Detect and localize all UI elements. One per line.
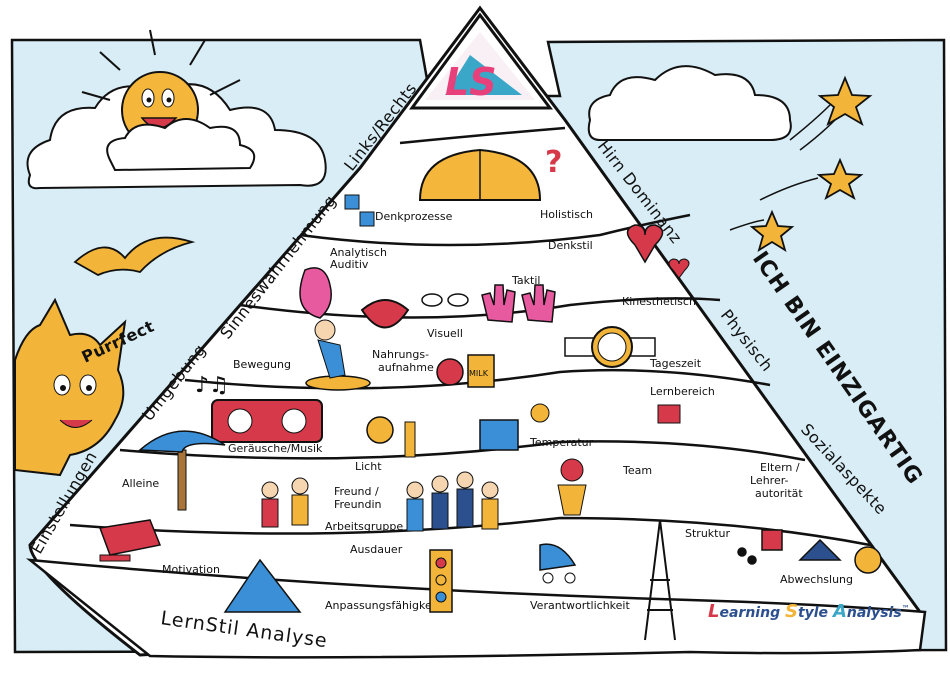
cube-icon: [360, 212, 374, 226]
label-geraeusche-musik: Geräusche/Musik: [228, 442, 323, 455]
label-lernbereich: Lernbereich: [650, 385, 715, 398]
traffic-light-icon: [430, 550, 452, 612]
label-denkprozesse: Denkprozesse: [375, 210, 453, 223]
lightbulb-icon: [367, 417, 393, 443]
label-nahrungsaufnahme-1: Nahrungs-: [372, 348, 429, 361]
label-bewegung: Bewegung: [233, 358, 291, 371]
label-eltern-1: Eltern /: [760, 461, 800, 474]
milk-carton-label: MILK: [469, 369, 489, 378]
label-eltern-3: autorität: [755, 487, 803, 500]
candle-icon: [405, 422, 415, 457]
brand-word-earning: earning: [719, 605, 784, 621]
label-alleine: Alleine: [122, 477, 159, 490]
label-holistisch: Holistisch: [540, 208, 593, 221]
ice-cube-icon: [480, 420, 518, 450]
label-motivation: Motivation: [162, 563, 220, 576]
label-visuell: Visuell: [427, 327, 463, 340]
milk-carton-icon: MILK: [468, 355, 494, 387]
brand-letter-s: S: [785, 601, 798, 622]
label-auditiv: Auditiv: [330, 258, 369, 271]
label-tageszeit: Tageszeit: [649, 357, 702, 370]
cube-icon: [345, 195, 359, 209]
label-freundin: Freundin: [334, 498, 382, 511]
brand-word-tyle: tyle: [798, 605, 833, 621]
label-abwechslung: Abwechslung: [780, 573, 853, 586]
brand-learning-style-analysis: Learning Style Analysis™: [708, 601, 910, 622]
brand-trademark: ™: [902, 604, 910, 613]
ls-logo-text: LS: [445, 60, 497, 104]
label-verantwortlichkeit: Verantwortlichkeit: [530, 599, 630, 612]
label-anpassungsfaehigkeit: Anpassungsfähigkeit: [325, 599, 440, 612]
brand-word-nalysis: nalysis: [847, 605, 902, 621]
label-temperatur: Temperatur: [529, 436, 594, 449]
label-licht: Licht: [355, 460, 382, 473]
computer-icon: [658, 405, 680, 423]
brand-letter-a: A: [831, 601, 847, 622]
apple-icon: [437, 359, 463, 385]
label-struktur: Struktur: [685, 527, 730, 540]
music-notes-icon: ♪♫: [195, 373, 229, 398]
label-denkstil: Denkstil: [548, 239, 593, 252]
brand-letter-l: L: [708, 601, 719, 622]
basketball-icon: [558, 459, 586, 515]
label-nahrungsaufnahme-2: aufnahme: [378, 361, 434, 374]
label-eltern-2: Lehrer-: [750, 474, 789, 487]
label-ausdauer: Ausdauer: [350, 543, 403, 556]
label-kinesthetisch: Kinesthetisch: [622, 295, 696, 308]
radio-icon: [212, 400, 322, 442]
label-team: Team: [622, 464, 652, 477]
label-arbeitsgruppe: Arbeitsgruppe: [325, 520, 403, 533]
ls-logo: LS: [412, 15, 550, 108]
question-mark-icon: ?: [545, 145, 562, 180]
small-sun-icon: [531, 404, 549, 422]
label-freund: Freund /: [334, 485, 379, 498]
